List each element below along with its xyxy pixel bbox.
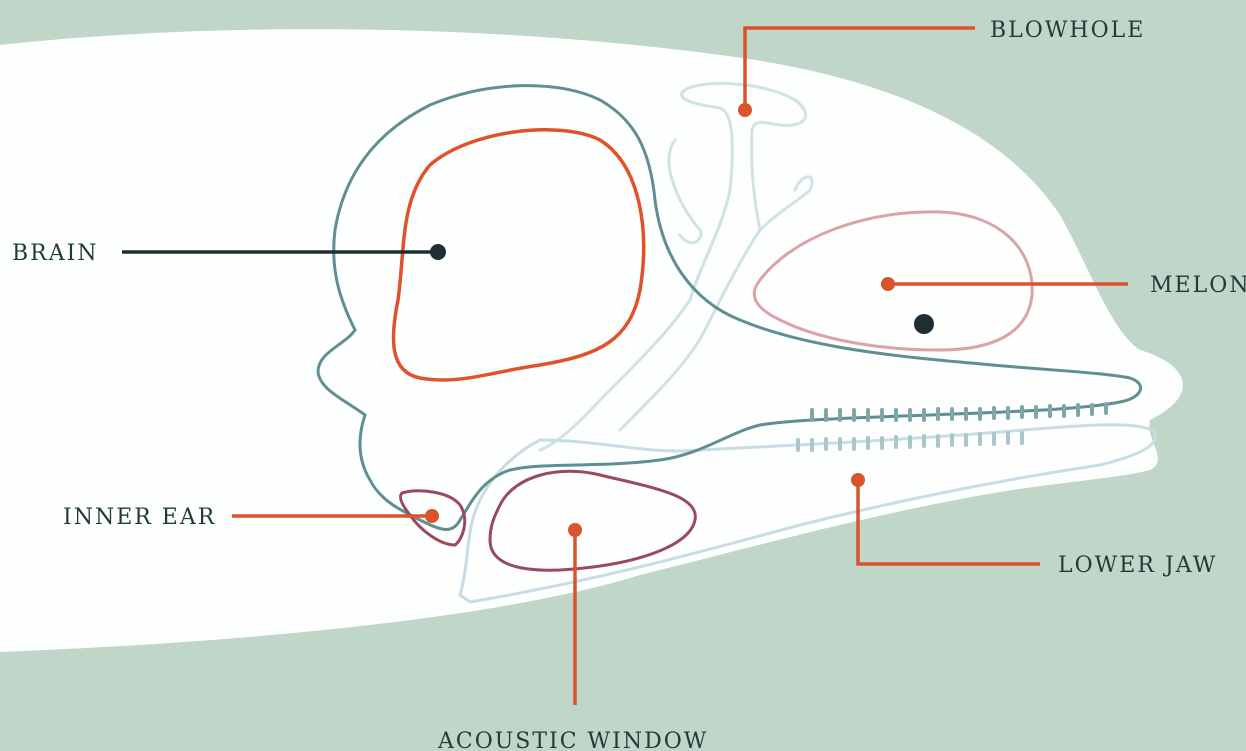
- label-acoustic-window: ACOUSTIC WINDOW: [437, 729, 708, 751]
- brain-dot: [430, 244, 446, 260]
- blowhole-dot: [738, 103, 752, 117]
- label-lower-jaw: LOWER JAW: [1058, 553, 1217, 578]
- label-inner-ear: INNER EAR: [63, 505, 216, 530]
- lower-jaw-dot: [851, 473, 865, 487]
- inner-ear-dot: [425, 509, 439, 523]
- label-melon: MELON: [1150, 273, 1246, 298]
- acoustic-window-dot: [568, 523, 582, 537]
- eye-dot-icon: [914, 314, 934, 334]
- melon-dot: [881, 277, 895, 291]
- label-brain: BRAIN: [12, 241, 99, 266]
- head-silhouette: [0, 29, 1183, 652]
- label-blowhole: BLOWHOLE: [990, 18, 1145, 43]
